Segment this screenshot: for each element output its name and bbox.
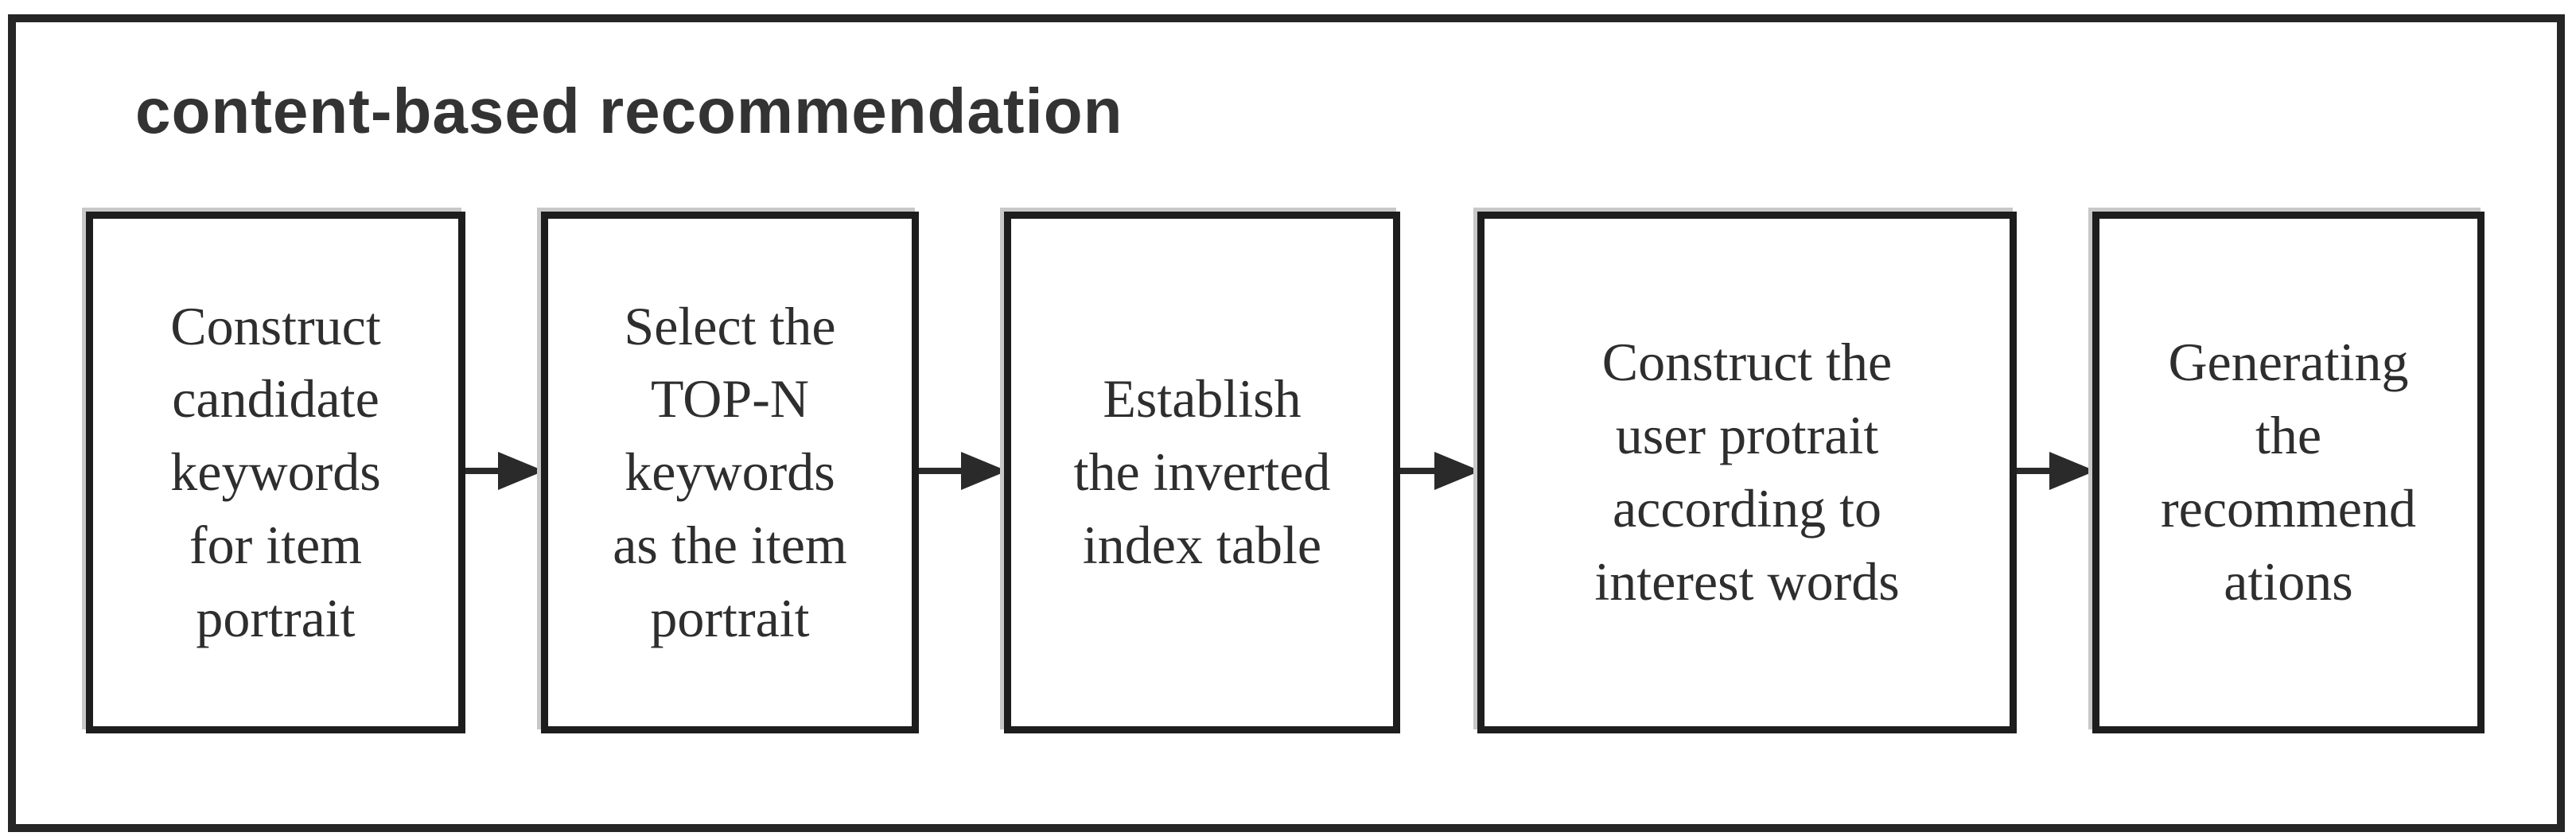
flow-step-generating-recommendations: Generating the recommend ations	[2092, 212, 2485, 733]
arrow-shaft	[465, 468, 504, 474]
flow-step-establish-inverted-index: Establish the inverted index table	[1004, 212, 1400, 733]
flow-step-label: Establish the inverted index table	[1073, 368, 1331, 575]
arrow-right-icon	[465, 452, 544, 490]
arrow-shaft	[2017, 468, 2056, 474]
flow-step-label: Construct candidate keywords for item po…	[170, 295, 381, 648]
diagram-title: content-based recommendation	[135, 76, 1123, 146]
flow-step-label: Construct the user protrait according to…	[1594, 332, 1900, 612]
arrow-head	[498, 452, 544, 490]
arrow-shaft	[1400, 468, 1441, 474]
arrow-right-icon	[1400, 452, 1481, 490]
arrow-shaft	[919, 468, 967, 474]
outer-frame	[8, 14, 2565, 832]
arrow-right-icon	[919, 452, 1007, 490]
arrow-head	[1434, 452, 1481, 490]
flow-step-construct-candidate-keywords: Construct candidate keywords for item po…	[86, 212, 465, 733]
arrow-head	[961, 452, 1007, 490]
arrow-right-icon	[2017, 452, 2095, 490]
flow-step-label: Generating the recommend ations	[2161, 332, 2416, 612]
flow-step-label: Select the TOP-N keywords as the item po…	[613, 295, 847, 648]
arrow-head	[2049, 452, 2095, 490]
flow-step-select-top-n-keywords: Select the TOP-N keywords as the item po…	[541, 212, 919, 733]
flow-step-construct-user-portrait: Construct the user protrait according to…	[1477, 212, 2017, 733]
